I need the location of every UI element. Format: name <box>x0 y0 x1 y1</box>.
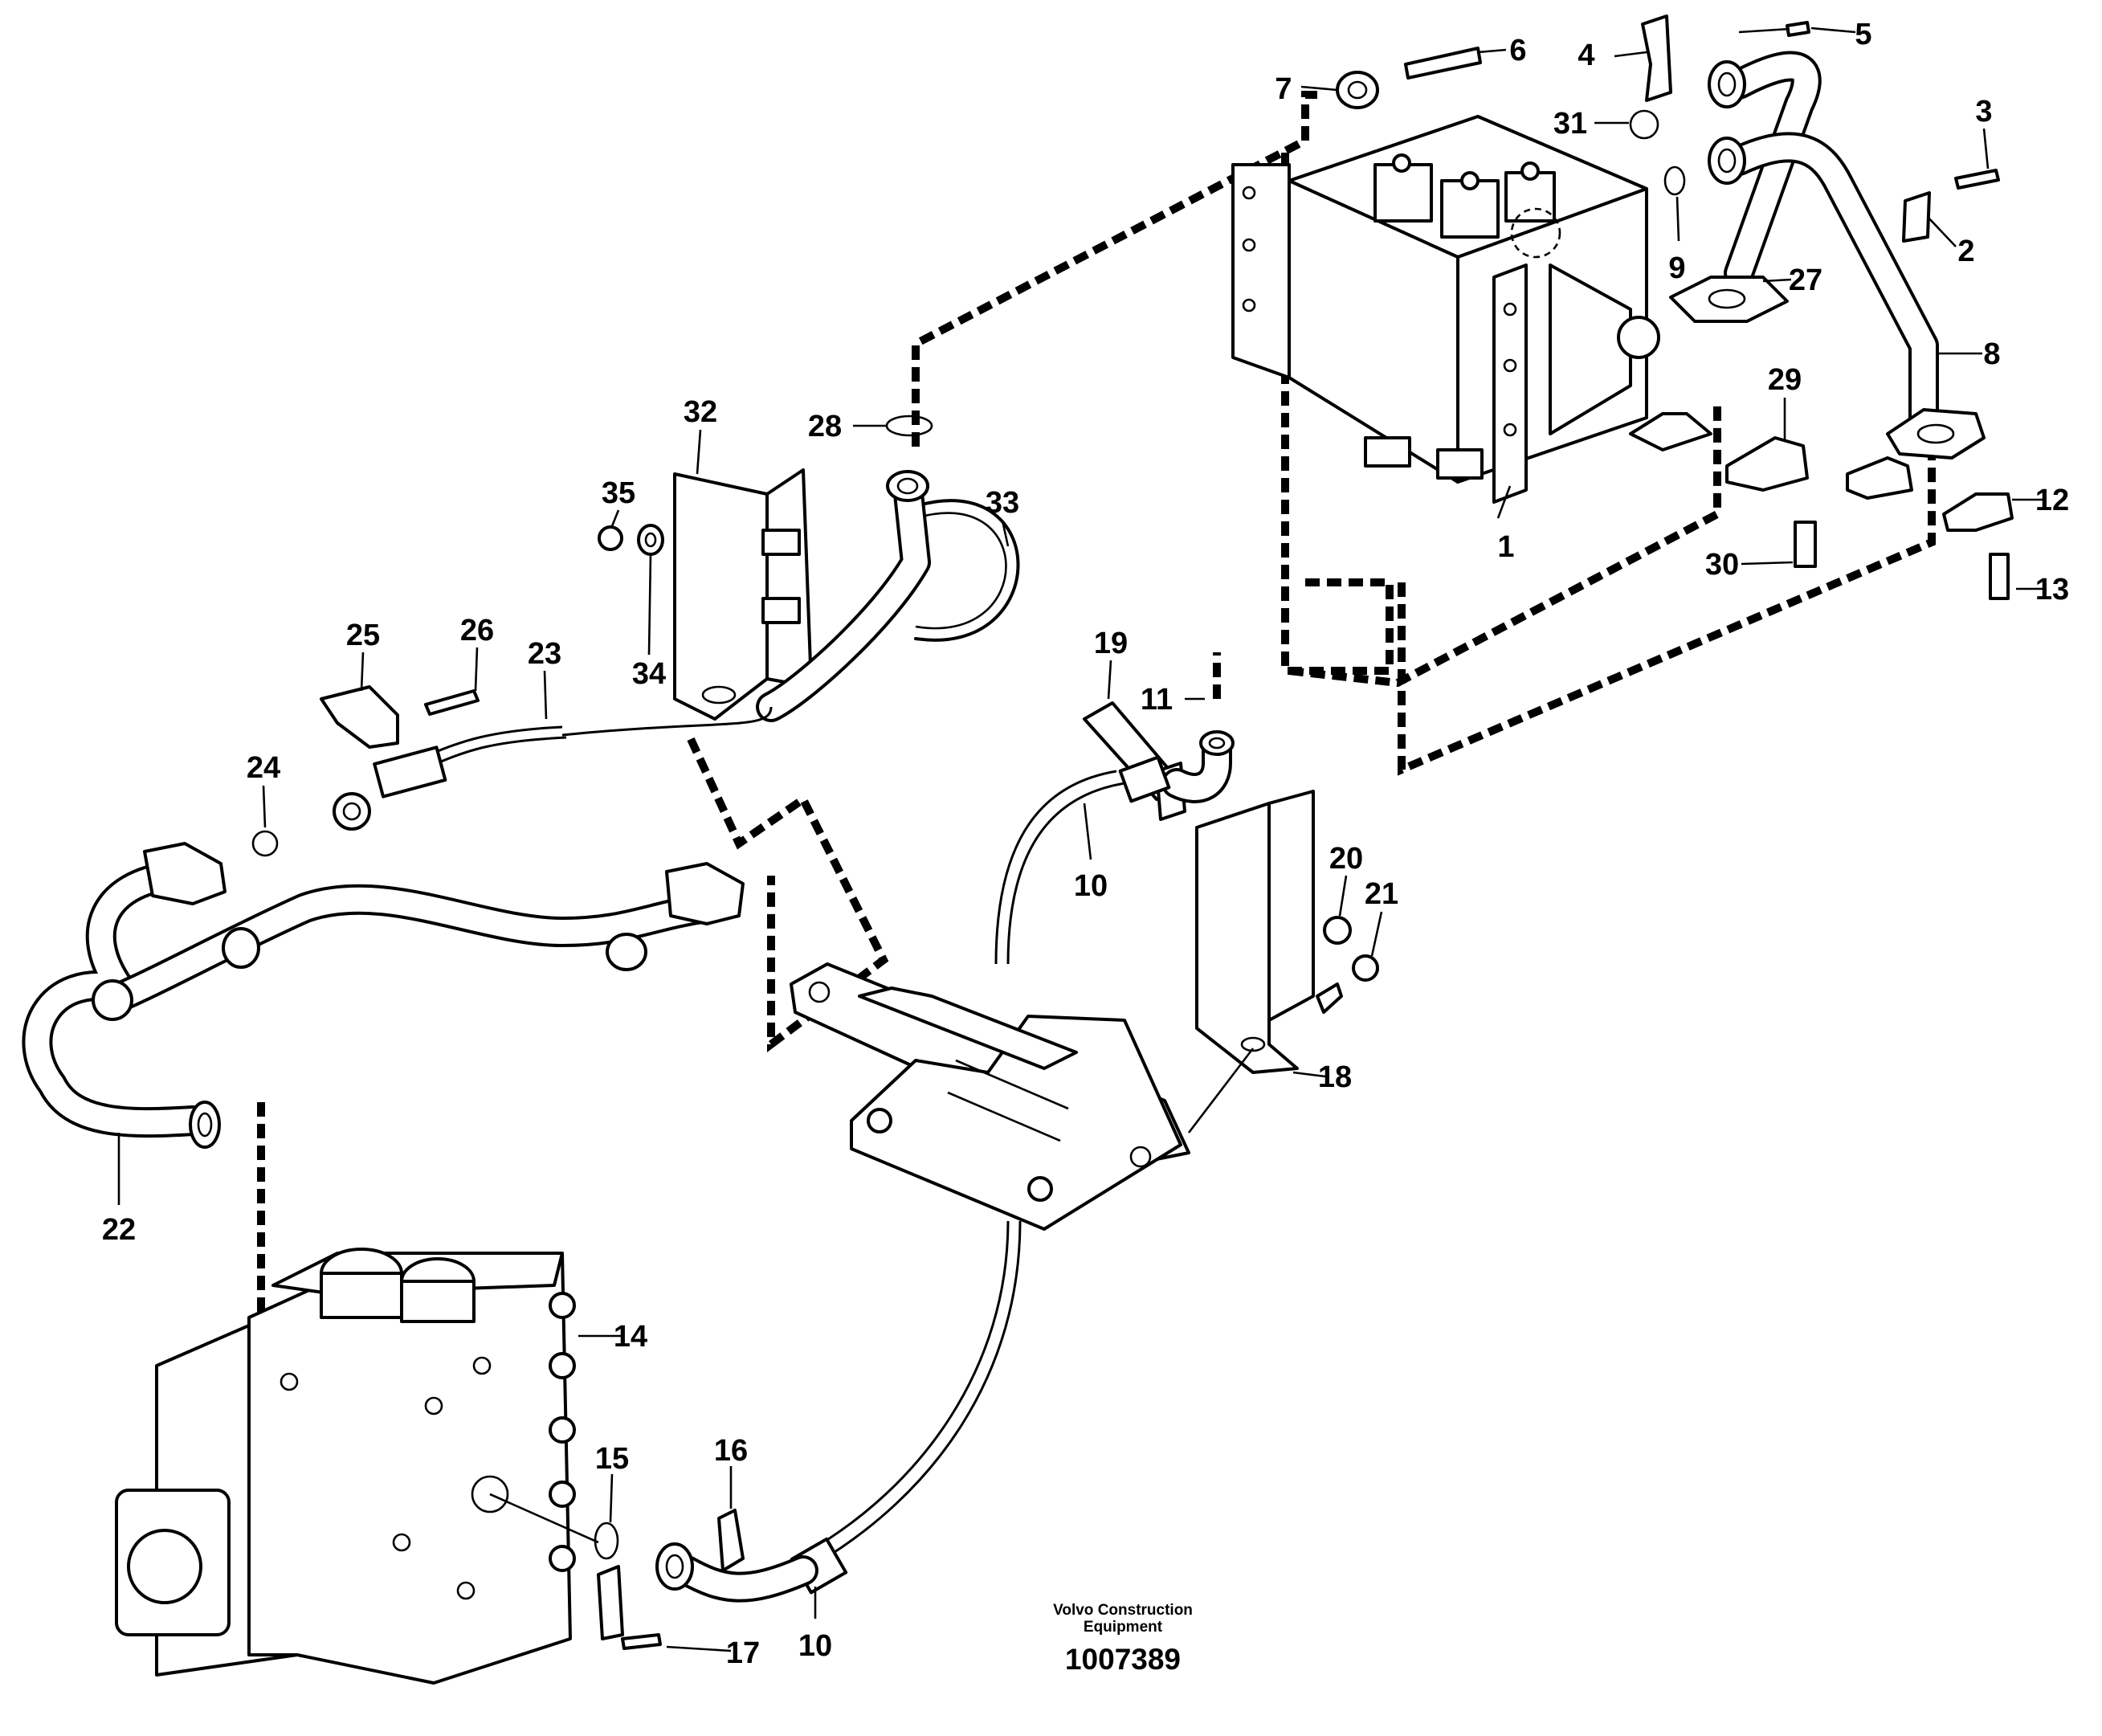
hose-10 <box>655 755 1171 1603</box>
callout-7: 7 <box>1275 72 1292 106</box>
callout-11: 11 <box>1141 683 1173 717</box>
callout-18: 18 <box>1318 1060 1352 1094</box>
callout-31: 31 <box>1553 107 1587 141</box>
callout-29: 29 <box>1768 363 1802 397</box>
callout-27: 27 <box>1789 263 1822 297</box>
callout-17: 17 <box>726 1636 760 1670</box>
hydraulic-unit <box>1231 115 1660 504</box>
tube-22 <box>22 842 745 1149</box>
mounting-plate <box>790 962 1190 1231</box>
callout-28: 28 <box>808 410 842 443</box>
unit-small-parts <box>1336 14 2014 600</box>
hose-fitting-11 <box>1161 730 1235 803</box>
flanged-tubes-27-8 <box>1669 51 1986 460</box>
callout-26: 26 <box>460 614 494 647</box>
company-name-line2: Equipment <box>1084 1619 1163 1636</box>
callout-14: 14 <box>614 1320 647 1354</box>
callout-8: 8 <box>1983 337 2000 371</box>
callout-23: 23 <box>528 637 561 671</box>
callout-12: 12 <box>2035 484 2069 517</box>
u-bolt-33 <box>756 470 1020 722</box>
callout-32: 32 <box>684 395 717 429</box>
leader-lines <box>117 27 2044 1652</box>
hose-23 <box>251 685 773 857</box>
clamp-19 <box>1083 701 1186 821</box>
callout-34: 34 <box>632 657 666 691</box>
callout-9: 9 <box>1668 251 1685 285</box>
callout-13: 13 <box>2035 573 2069 607</box>
callout-33: 33 <box>986 486 1019 520</box>
callout-5: 5 <box>1855 18 1871 51</box>
callout-25: 25 <box>346 619 380 652</box>
callout-3: 3 <box>1975 95 1992 129</box>
control-valve <box>115 1248 745 1685</box>
callout-10: 10 <box>798 1629 832 1663</box>
callout-16: 16 <box>714 1434 748 1468</box>
callout-15: 15 <box>595 1442 629 1476</box>
callout-1: 1 <box>1497 530 1514 564</box>
callout-20: 20 <box>1329 842 1363 876</box>
drawing-number: 1007389 <box>1065 1643 1181 1676</box>
callout-4: 4 <box>1578 39 1594 72</box>
callout-10: 10 <box>1074 869 1108 903</box>
callout-35: 35 <box>602 476 635 510</box>
caption: Volvo Construction Equipment 1007389 <box>1053 1602 1193 1676</box>
nut-washer-34-35 <box>598 524 664 556</box>
callout-21: 21 <box>1365 877 1398 911</box>
callout-19: 19 <box>1094 627 1128 660</box>
bracket-32 <box>673 468 813 721</box>
company-name-line1: Volvo Construction <box>1053 1602 1193 1619</box>
callout-6: 6 <box>1509 34 1526 67</box>
callout-30: 30 <box>1705 548 1739 582</box>
bracket-18 <box>1187 790 1379 1134</box>
callout-2: 2 <box>1957 235 1974 268</box>
callout-22: 22 <box>102 1213 136 1247</box>
callout-24: 24 <box>247 751 280 785</box>
